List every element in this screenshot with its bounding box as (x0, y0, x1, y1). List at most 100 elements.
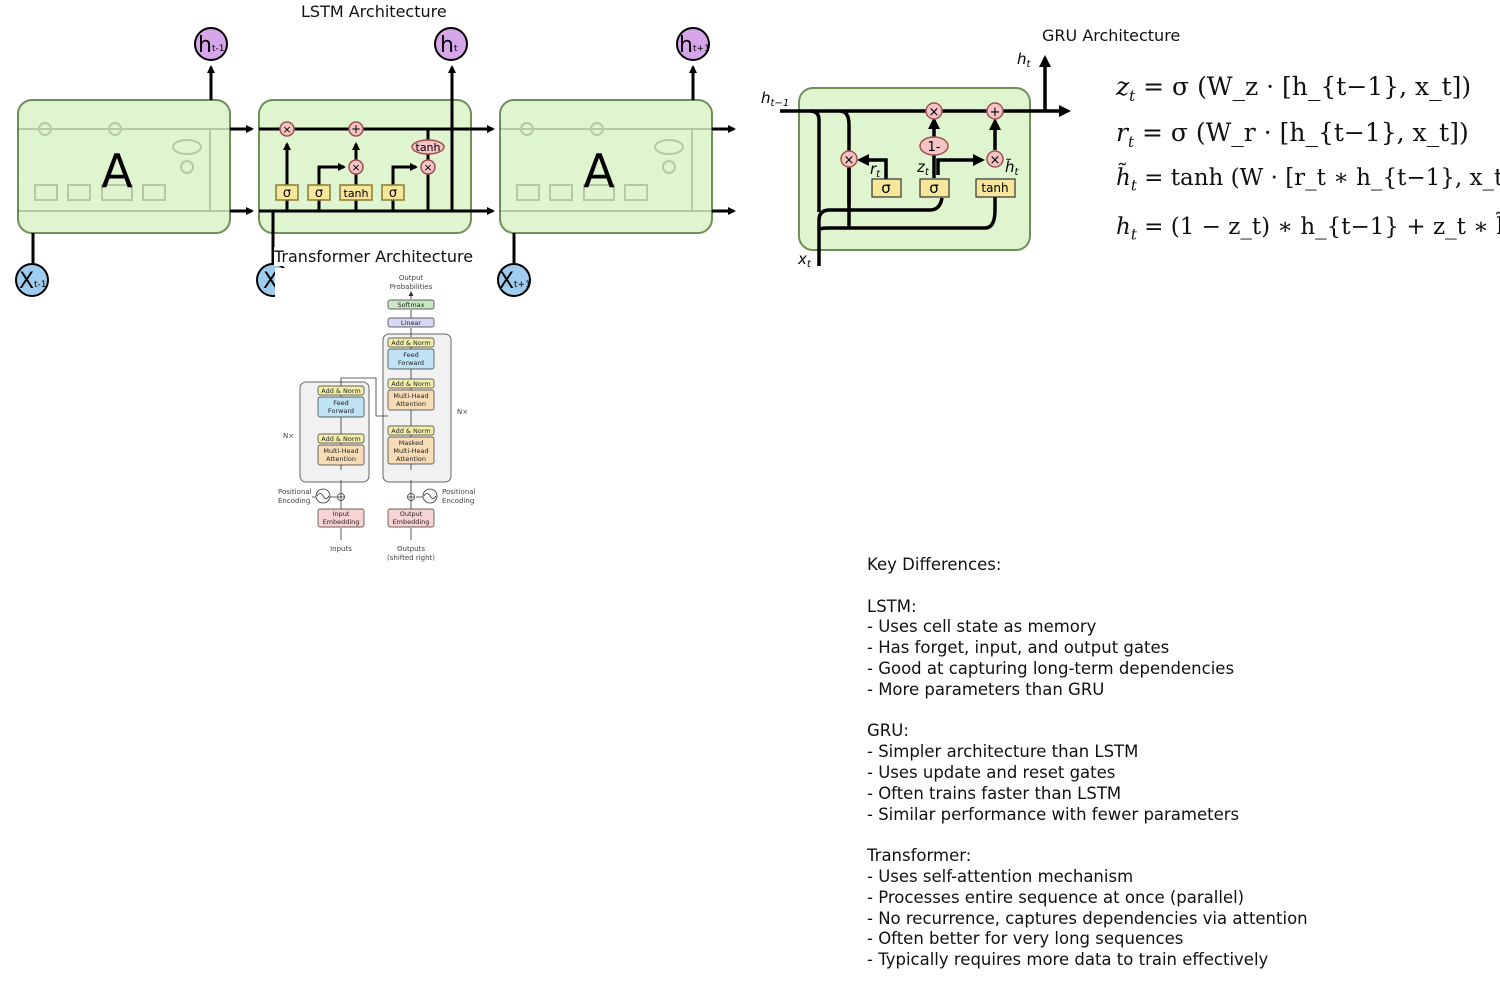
svg-text:Add & Norm: Add & Norm (391, 380, 431, 388)
lstm-op-add: + (351, 122, 361, 136)
svg-text:Multi-Head: Multi-Head (393, 392, 428, 400)
lstm-output-h-t: h t (434, 27, 468, 61)
section-heading: LSTM: (867, 596, 917, 616)
svg-text:Input: Input (333, 510, 350, 518)
gru-equations: zt = σ (W_z · [h_{t−1}, x_t]) rt = σ (W_… (1116, 72, 1500, 244)
lstm-op-forget-mult: × (282, 123, 291, 136)
svg-text:X: X (263, 269, 278, 294)
svg-text:Output: Output (399, 274, 424, 282)
svg-text:Forward: Forward (328, 407, 354, 415)
svg-text:Positional: Positional (278, 488, 312, 496)
svg-text:Output: Output (400, 510, 423, 518)
svg-text:N×: N× (283, 432, 294, 440)
svg-text:Linear: Linear (401, 319, 422, 327)
gru-op-add: + (990, 105, 1001, 120)
gru-op-reset-mult: × (844, 153, 855, 168)
lstm-cell-letter-left: A (101, 144, 133, 198)
svg-text:t+1: t+1 (514, 280, 531, 290)
gru-label-htilde: h̃t (1005, 157, 1020, 178)
lstm-cell-middle: σ σ tanh σ × + × tanh × (258, 65, 472, 265)
svg-text:X: X (19, 269, 34, 294)
svg-text:Attention: Attention (326, 455, 356, 463)
list-item: - Often trains faster than LSTM (867, 783, 1122, 803)
gru-label-h-out: ht (1017, 50, 1032, 70)
lstm-output-h-prev: h t-1 (194, 27, 228, 61)
gru-candidate-gate: tanh (981, 181, 1008, 195)
svg-text:X: X (499, 269, 514, 294)
lstm-diagram: A A (15, 27, 736, 297)
section-heading: Transformer: (867, 846, 972, 866)
svg-text:Add & Norm: Add & Norm (321, 435, 361, 443)
svg-text:t+1: t+1 (693, 44, 710, 54)
list-item: - Has forget, input, and output gates (867, 638, 1170, 658)
svg-text:Add & Norm: Add & Norm (321, 387, 361, 395)
section-gru: GRU: - Simpler architecture than LSTM - … (867, 721, 1487, 825)
section-lstm: LSTM: - Uses cell state as memory - Has … (867, 597, 1487, 701)
svg-text:Feed: Feed (333, 399, 349, 407)
svg-text:(shifted right): (shifted right) (387, 554, 435, 562)
equation-reset-gate: rt = σ (W_r · [h_{t−1}, x_t]) (1116, 118, 1469, 151)
svg-text:Inputs: Inputs (330, 545, 352, 553)
list-item: - Simpler architecture than LSTM (867, 742, 1139, 762)
key-differences: Key Differences: LSTM: - Uses cell state… (867, 555, 1487, 971)
svg-text:h: h (440, 33, 454, 58)
lstm-op-tanh: tanh (416, 141, 441, 154)
lstm-output-h-next: h t+1 (676, 27, 710, 61)
gru-label-r: rt (870, 160, 881, 180)
section-transformer: Transformer: - Uses self-attention mecha… (867, 846, 1487, 971)
gru-op-carry-mult: × (929, 105, 940, 120)
lstm-op-input-mult: × (351, 161, 360, 174)
svg-text:Masked: Masked (399, 439, 424, 447)
gru-op-update-mult: × (990, 153, 1001, 168)
equation-hidden-state: ht = (1 − z_t) ∗ h_{t−1} + z_t ∗ h̃_t (1116, 214, 1500, 244)
svg-text:Add & Norm: Add & Norm (391, 427, 431, 435)
lstm-input-gate: σ (315, 186, 323, 201)
svg-text:Feed: Feed (403, 351, 419, 359)
svg-text:Attention: Attention (396, 400, 426, 408)
svg-text:Encoding: Encoding (442, 497, 474, 505)
lstm-cell-right: A (499, 99, 713, 234)
lstm-input-x-next: X t+1 (497, 263, 531, 297)
svg-text:Encoding: Encoding (278, 497, 310, 505)
transformer-diagram: Output Probabilities Softmax Linear Add … (278, 274, 476, 562)
gru-update-gate: σ (929, 179, 939, 197)
svg-text:Embedding: Embedding (323, 518, 360, 526)
list-item: - Often better for very long sequences (867, 929, 1184, 949)
svg-text:Multi-Head: Multi-Head (393, 447, 428, 455)
svg-text:Add & Norm: Add & Norm (391, 339, 431, 347)
list-item: - Processes entire sequence at once (par… (867, 887, 1245, 907)
svg-text:Attention: Attention (396, 455, 426, 463)
key-differences-heading: Key Differences: (867, 555, 1002, 574)
svg-text:Positional: Positional (442, 488, 476, 496)
svg-text:Probabilities: Probabilities (390, 283, 433, 291)
lstm-candidate-gate: tanh (344, 187, 369, 200)
list-item: - Uses self-attention mechanism (867, 866, 1134, 886)
gru-title: GRU Architecture (1042, 26, 1181, 45)
svg-text:h: h (198, 33, 212, 58)
section-heading: GRU: (867, 721, 909, 741)
lstm-cell-left: A (17, 99, 231, 234)
list-item: - Uses update and reset gates (867, 762, 1116, 782)
svg-text:Multi-Head: Multi-Head (323, 447, 358, 455)
gru-reset-gate: σ (881, 179, 891, 197)
gru-label-z: zt (916, 158, 930, 178)
lstm-title: LSTM Architecture (301, 2, 447, 21)
svg-text:N×: N× (457, 408, 468, 416)
list-item: - Uses cell state as memory (867, 617, 1097, 637)
list-item: - More parameters than GRU (867, 679, 1105, 699)
equation-update-gate: zt = σ (W_z · [h_{t−1}, x_t]) (1116, 72, 1472, 105)
gru-label-h-prev: ht−1 (761, 89, 789, 109)
svg-text:Embedding: Embedding (393, 518, 430, 526)
list-item: - No recurrence, captures dependencies v… (867, 908, 1308, 928)
gru-diagram: × × + × 1- σ σ tanh ht−1 ht xt rt zt h̃t (761, 50, 1071, 270)
lstm-forget-gate: σ (283, 186, 291, 201)
svg-text:Outputs: Outputs (397, 545, 425, 553)
transformer-title: Transformer Architecture (274, 247, 474, 266)
gru-label-x: xt (797, 250, 812, 270)
svg-text:t-1: t-1 (212, 44, 225, 54)
svg-text:Forward: Forward (398, 359, 424, 367)
lstm-input-x-prev: X t-1 (15, 263, 49, 297)
lstm-op-output-mult: × (423, 161, 432, 174)
svg-text:h: h (679, 33, 693, 58)
gru-op-one-minus: 1- (928, 140, 941, 155)
